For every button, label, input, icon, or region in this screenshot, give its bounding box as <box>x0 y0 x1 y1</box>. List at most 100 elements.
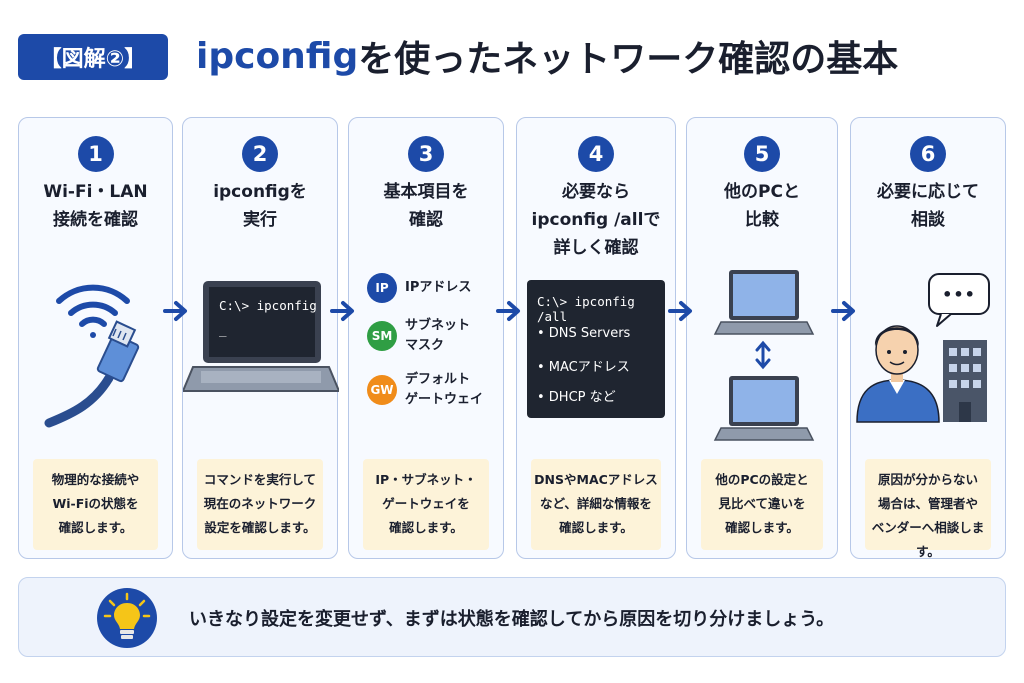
laptop-icon <box>183 281 339 392</box>
subnet-label: サブネット マスク <box>405 316 470 356</box>
desc-line: 確認します。 <box>389 520 463 535</box>
terminal-cursor: _ <box>219 322 227 337</box>
person-icon <box>856 325 940 423</box>
terminal-command: C:\> ipconfig /all <box>537 294 635 324</box>
terminal-item: • DHCP など <box>537 390 616 405</box>
step-number: 5 <box>744 136 780 172</box>
figure-badge: 【図解②】 <box>18 34 168 80</box>
ip-label: IPアドレス <box>405 278 471 298</box>
desc-line: 確認します。 <box>58 520 133 535</box>
step-description: コマンドを実行して 現在のネットワーク 設定を確認します。 <box>197 459 323 550</box>
step-card-1: 1 Wi-Fi・LAN 接続を確認 物理的な接続や Wi-Fiの状態を 確認しま… <box>18 117 173 559</box>
wifi-cable-illustration <box>44 284 140 428</box>
gateway-label: デフォルト ゲートウェイ <box>405 370 483 410</box>
two-laptops-illustration <box>713 270 815 441</box>
label-line: サブネット <box>405 318 471 333</box>
step-card-5: 5 他のPCと 比較 他のPCの設定と 見比べて違いを 確認します。 <box>686 117 838 559</box>
terminal-window: C:\> ipconfig /all • DNS Servers • MACアド… <box>527 280 665 418</box>
speech-dots: ••• <box>942 284 976 304</box>
label-line: マスク <box>405 338 445 353</box>
desc-line: Wi-Fiの状態を <box>52 496 139 511</box>
label-line: IPアドレス <box>405 280 472 295</box>
step-title-line: 接続を確認 <box>53 210 138 230</box>
desc-line: など、詳細な情報を <box>540 496 652 511</box>
step-title-line: 基本項目を <box>383 182 469 202</box>
ip-badge: IP <box>367 273 397 303</box>
lightbulb-icon <box>97 588 157 648</box>
desc-line: 原因が分からない <box>877 472 978 487</box>
step-title-line: 詳しく確認 <box>553 238 639 258</box>
step-title: 必要に応じて 相談 <box>855 178 1001 234</box>
desc-line: コマンドを実行して <box>203 472 317 487</box>
step-title: 基本項目を 確認 <box>353 178 499 234</box>
desc-line: ゲートウェイを <box>382 496 470 511</box>
step-title-line: ipconfig /allで <box>531 210 661 230</box>
step-number: 2 <box>242 136 278 172</box>
step-description: 物理的な接続や Wi-Fiの状態を 確認します。 <box>33 459 158 550</box>
step-title-line: 必要なら <box>562 182 630 202</box>
step-card-2: 2 ipconfigを 実行 C:\> ipconfig _ コマンドを実行して… <box>182 117 339 559</box>
laptop-icon <box>713 376 815 441</box>
desc-line: DNSやMACアドレス <box>534 472 658 487</box>
terminal-command: C:\> ipconfig <box>219 298 317 313</box>
step-title-line: Wi-Fi・LAN <box>43 182 148 202</box>
arrow-right-icon <box>330 301 354 321</box>
arrow-right-icon <box>163 301 187 321</box>
label-line: デフォルト <box>405 372 471 387</box>
desc-line: 現在のネットワーク <box>203 496 317 511</box>
terminal-item: • MACアドレス <box>537 360 630 375</box>
step-card-4: 4 必要なら ipconfig /allで 詳しく確認 C:\> ipconfi… <box>516 117 676 559</box>
desc-line: ベンダーへ相談します。 <box>871 520 985 559</box>
step-number: 1 <box>77 136 114 172</box>
desc-line: 場合は、管理者や <box>877 496 978 511</box>
desc-line: IP・サブネット・ <box>375 472 477 487</box>
terminal-item: • DNS Servers <box>537 326 631 341</box>
step-description: IP・サブネット・ ゲートウェイを 確認します。 <box>363 459 489 550</box>
title-accent: ipconfig <box>196 35 359 77</box>
wifi-icon <box>56 284 130 338</box>
step-title-line: 他のPCと <box>724 182 800 202</box>
sm-badge: SM <box>367 321 397 351</box>
laptop-icon <box>713 270 815 335</box>
desc-line: 確認します。 <box>559 520 633 535</box>
step-title: Wi-Fi・LAN 接続を確認 <box>23 178 168 234</box>
arrow-right-icon <box>668 301 692 321</box>
up-down-arrow-icon <box>755 340 771 370</box>
speech-bubble-icon <box>928 273 990 327</box>
step-title-line: 実行 <box>243 210 277 230</box>
gw-badge: GW <box>367 375 397 405</box>
ip-item: IP IPアドレス <box>367 273 471 303</box>
step-title-line: ipconfigを <box>213 182 307 202</box>
step-title: ipconfigを 実行 <box>187 178 333 234</box>
desc-line: 設定を確認します。 <box>204 520 316 535</box>
arrow-right-icon <box>496 301 520 321</box>
tip-banner: いきなり設定を変更せず、まずは状態を確認してから原因を切り分けましょう。 <box>18 577 1006 657</box>
step-description: 他のPCの設定と 見比べて違いを 確認します。 <box>701 459 823 550</box>
step-title-line: 確認 <box>409 210 443 230</box>
desc-line: 確認します。 <box>725 520 799 535</box>
step-title-line: 相談 <box>911 210 945 230</box>
step-number: 4 <box>578 136 614 172</box>
step-description: 原因が分からない 場合は、管理者や ベンダーへ相談します。 <box>865 459 991 559</box>
step-card-6: 6 必要に応じて 相談 <box>850 117 1006 559</box>
step-description: DNSやMACアドレス など、詳細な情報を 確認します。 <box>531 459 661 550</box>
step-title-line: 必要に応じて <box>877 182 979 202</box>
step-number: 6 <box>910 136 946 172</box>
title-rest: を使ったネットワーク確認の基本 <box>358 39 899 80</box>
subnet-item: SM サブネット マスク <box>367 316 470 356</box>
step-number: 3 <box>408 136 444 172</box>
desc-line: 物理的な接続や <box>51 472 140 487</box>
consultation-illustration <box>856 273 990 423</box>
label-line: ゲートウェイ <box>405 392 484 407</box>
desc-line: 見比べて違いを <box>718 496 806 511</box>
desc-line: 他のPCの設定と <box>715 472 809 487</box>
step-title: 必要なら ipconfig /allで 詳しく確認 <box>521 178 671 262</box>
ethernet-cable-icon <box>44 320 140 428</box>
gateway-item: GW デフォルト ゲートウェイ <box>367 370 483 410</box>
step-title: 他のPCと 比較 <box>691 178 833 234</box>
step-card-3: 3 基本項目を 確認 IP IPアドレス SM サブネット マスク GW デフォ… <box>348 117 504 559</box>
building-icon <box>943 340 987 422</box>
arrow-right-icon <box>831 301 855 321</box>
step-title-line: 比較 <box>745 210 779 230</box>
